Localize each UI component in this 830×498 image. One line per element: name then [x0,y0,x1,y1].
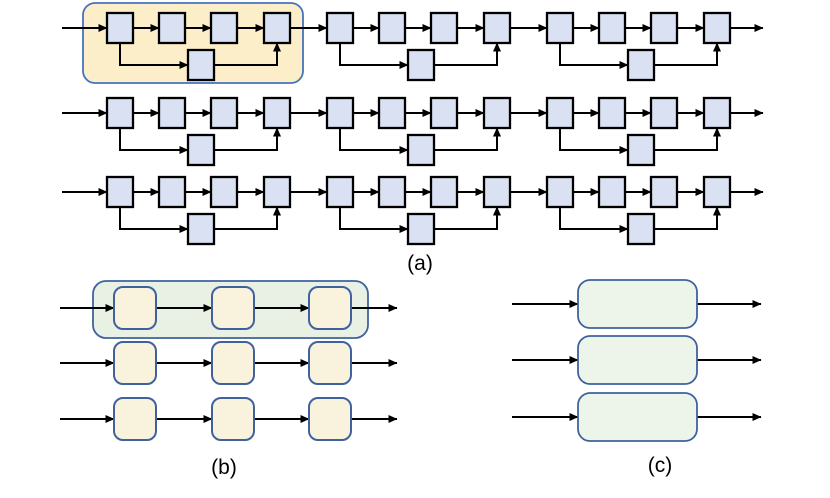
skip-block [186,133,216,167]
skip-connector [214,206,281,230]
conv-block [157,11,187,45]
fused-block [113,397,157,441]
panel-b-row [60,341,398,385]
merged-stage-block [577,279,698,329]
panel-b-row [60,397,398,441]
panel-a-row [62,96,764,167]
conv-block [157,175,187,209]
conv-block [157,96,187,130]
fused-block [113,286,157,330]
conv-block [377,175,407,209]
panel-c-row [512,279,762,329]
conv-block [702,96,732,130]
conv-block [209,11,239,45]
conv-block [262,96,292,130]
skip-block [406,133,436,167]
skip-connector [434,206,501,230]
skip-connector [119,43,189,69]
conv-block [105,96,135,130]
merged-stage-block [577,335,698,385]
skip-connector [559,43,629,69]
skip-block [626,133,656,167]
skip-block [186,212,216,246]
highlighted-unit-box [82,2,304,84]
skip-connector [654,127,721,151]
skip-connector [559,128,629,154]
fused-block [308,341,352,385]
panel-a-row [62,2,764,84]
skip-connector [214,127,281,151]
panel-c-label: (c) [647,454,673,477]
skip-connector [434,127,501,151]
conv-block [209,96,239,130]
skip-block [186,48,216,82]
conv-block [545,175,575,209]
panel-a-row [62,175,764,246]
conv-block [377,96,407,130]
panel-b-label: (b) [211,456,237,479]
conv-block [429,175,459,209]
skip-connector [119,128,189,154]
conv-block [597,175,627,209]
panel-a-label: (a) [407,252,433,275]
conv-block [545,11,575,45]
skip-block [406,48,436,82]
conv-block [105,11,135,45]
skip-block [406,212,436,246]
fused-block [211,397,255,441]
panel-c-row [512,335,762,385]
conv-block [262,175,292,209]
conv-block [482,96,512,130]
fused-block [113,341,157,385]
conv-block [482,175,512,209]
skip-connector [339,128,409,154]
conv-block [429,11,459,45]
skip-connector [339,207,409,233]
skip-connector [559,207,629,233]
conv-block [325,96,355,130]
skip-connector [434,42,501,66]
conv-block [105,175,135,209]
fused-block [211,286,255,330]
fused-block [308,397,352,441]
conv-block [429,96,459,130]
skip-connector [214,42,281,66]
skip-connector [339,43,409,69]
fused-block [308,286,352,330]
conv-block [649,175,679,209]
fused-block [211,341,255,385]
skip-connector [654,42,721,66]
panel-b-row [60,280,398,339]
conv-block [209,175,239,209]
skip-block [626,212,656,246]
conv-block [649,11,679,45]
conv-block [325,11,355,45]
conv-block [545,96,575,130]
conv-block [702,11,732,45]
conv-block [597,96,627,130]
panel-c-row [512,392,762,442]
conv-block [649,96,679,130]
conv-block [597,11,627,45]
conv-block [482,11,512,45]
skip-connector [654,206,721,230]
skip-block [626,48,656,82]
conv-block [262,11,292,45]
merged-stage-block [577,392,698,442]
conv-block [377,11,407,45]
conv-block [702,175,732,209]
conv-block [325,175,355,209]
skip-connector [119,207,189,233]
